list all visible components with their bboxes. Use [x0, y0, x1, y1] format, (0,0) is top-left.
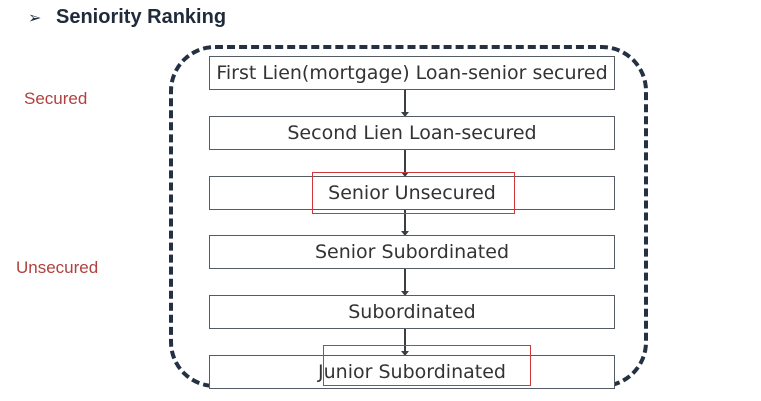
highlight-box-junior-subordinated	[323, 345, 531, 386]
connector-arrow	[401, 150, 409, 177]
tier-subordinated: Subordinated	[209, 295, 615, 329]
connector-arrow	[401, 210, 409, 236]
connector-arrow	[401, 269, 409, 296]
tier-senior-unsecured: Senior Unsecured	[209, 176, 615, 210]
tier-second-lien: Second Lien Loan-secured	[209, 116, 615, 150]
section-heading: ➢ Seniority Ranking	[28, 4, 226, 30]
connector-arrow	[401, 90, 409, 117]
tier-first-lien: First Lien(mortgage) Loan-senior secured	[209, 56, 615, 90]
unsecured-label: Unsecured	[16, 258, 99, 277]
dashed-frame	[169, 45, 648, 388]
connector-arrow	[401, 329, 409, 356]
highlight-box-senior-unsecured	[312, 172, 515, 214]
page-title: Seniority Ranking	[56, 5, 227, 28]
tier-junior-subordinated: Junior Subordinated	[209, 355, 615, 389]
tier-senior-subordinated: Senior Subordinated	[209, 235, 615, 269]
arrow-bullet-icon: ➢	[28, 7, 42, 27]
secured-label: Secured	[24, 89, 88, 108]
